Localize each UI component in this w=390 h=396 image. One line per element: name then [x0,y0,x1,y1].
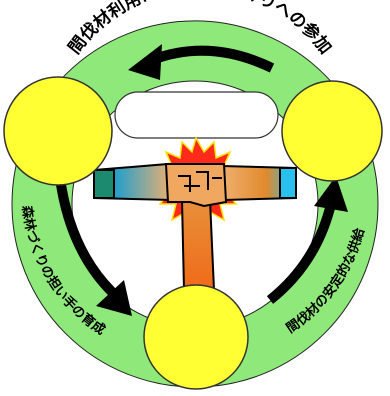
arrow-right-head [314,176,348,212]
right-cuff [279,167,297,199]
cycle-arrows [55,44,348,316]
arrow-left-head [96,280,132,316]
center-label-box [114,91,279,139]
arrow-left [55,177,116,296]
node-right [281,80,383,182]
arrow-top [150,45,275,73]
node-left [3,76,113,186]
handshake-illustration [93,136,297,291]
node-bottom [143,284,249,390]
arrow-right [266,198,337,304]
left-cuff [93,169,115,199]
arrow-top-head [128,44,162,80]
lower-arm [180,199,216,291]
